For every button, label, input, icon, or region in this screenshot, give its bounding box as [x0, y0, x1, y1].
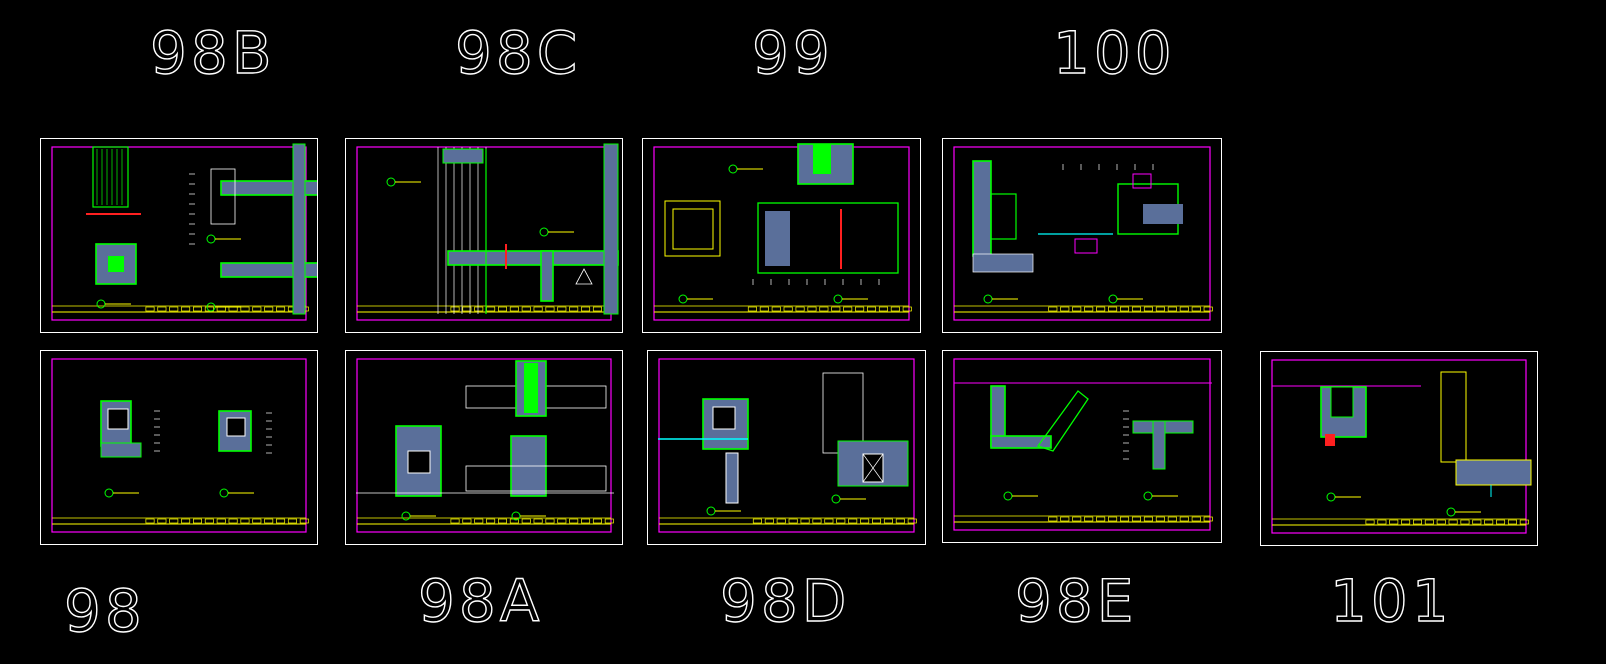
sheet-label-100: 100	[1052, 19, 1176, 87]
cad-drawing-graphic	[658, 358, 917, 533]
cad-drawing-graphic	[1271, 359, 1532, 534]
cad-drawing-graphic	[356, 358, 614, 533]
cad-drawing-graphic	[51, 143, 317, 321]
sheet-label-98C: 98C	[454, 19, 582, 87]
sheet-label-98B: 98B	[149, 19, 276, 87]
drawing-sheet-98D[interactable]	[647, 350, 926, 545]
sheet-label-98E: 98E	[1014, 567, 1138, 635]
drawing-sheet-98[interactable]	[40, 350, 318, 545]
sheet-label-98: 98	[63, 577, 146, 645]
drawing-sheet-98C[interactable]	[345, 138, 623, 333]
cad-drawing-graphic	[953, 146, 1213, 321]
cad-drawing-graphic	[953, 358, 1213, 531]
cad-drawing-graphic	[653, 143, 912, 321]
drawing-sheet-101[interactable]	[1260, 351, 1538, 546]
sheet-label-101: 101	[1329, 567, 1453, 635]
sheet-label-99: 99	[751, 19, 834, 87]
drawing-sheet-100[interactable]	[942, 138, 1222, 333]
drawing-sheet-99[interactable]	[642, 138, 921, 333]
cad-drawing-graphic	[356, 143, 619, 321]
cad-drawing-graphic	[51, 358, 309, 533]
sheet-label-98A: 98A	[417, 567, 544, 635]
sheet-label-98D: 98D	[719, 567, 851, 635]
drawing-sheet-98A[interactable]	[345, 350, 623, 545]
drawing-sheet-98E[interactable]	[942, 350, 1222, 543]
drawing-sheet-98B[interactable]	[40, 138, 318, 333]
